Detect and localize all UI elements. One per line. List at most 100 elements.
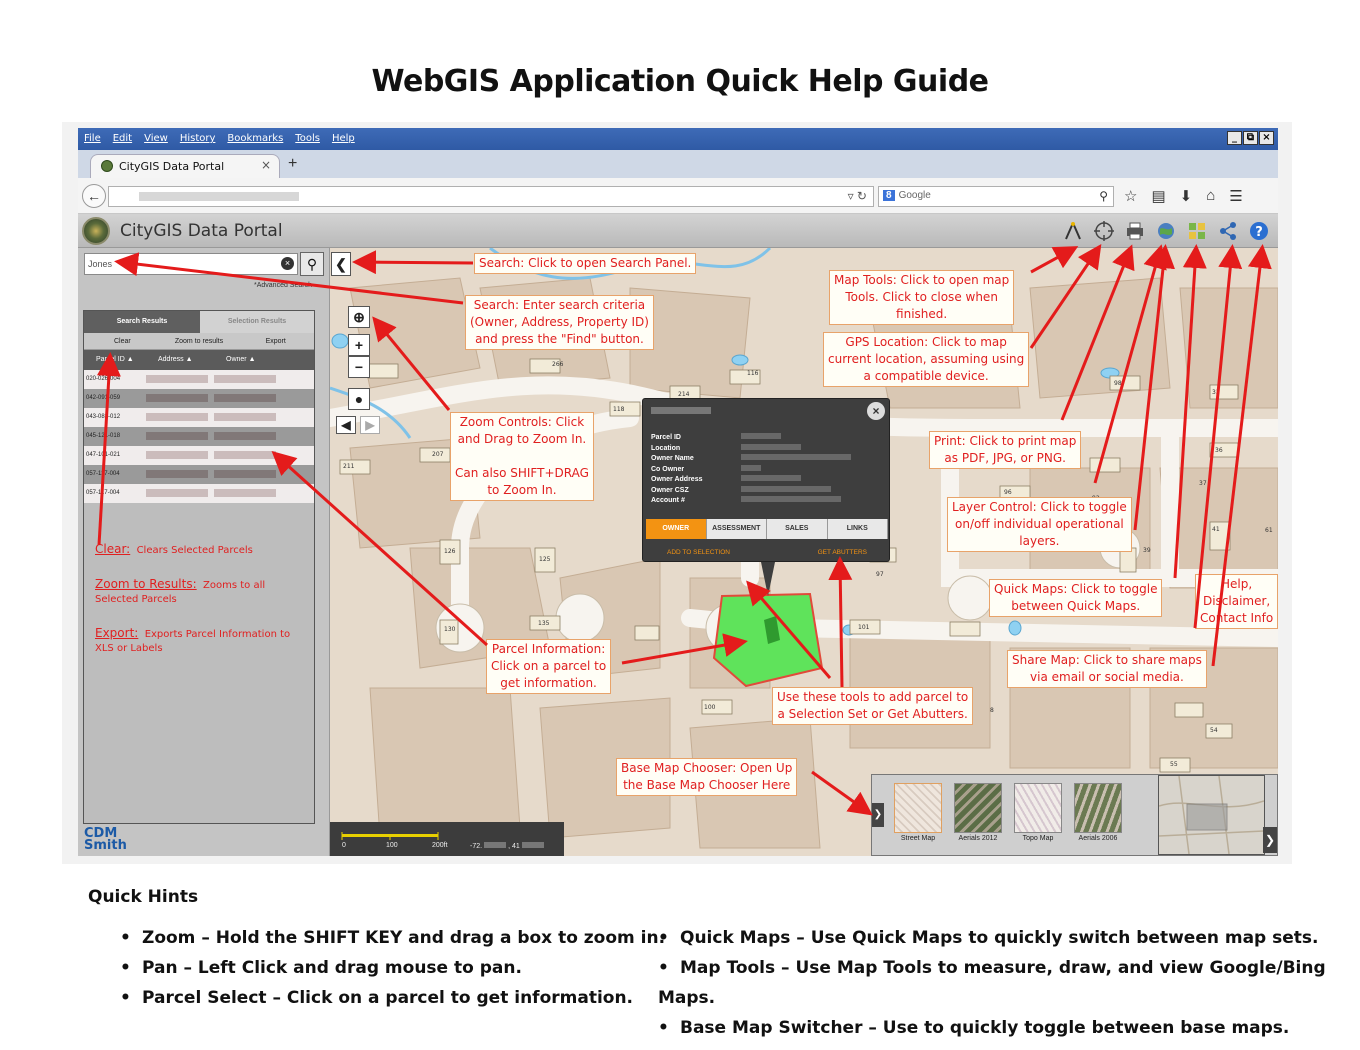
zoom-box-icon[interactable]: ⊕ bbox=[348, 306, 370, 328]
layer-control-icon[interactable] bbox=[1155, 220, 1177, 242]
parcel-label: 125 bbox=[539, 556, 551, 563]
callout-help: Help, Disclaimer, Contact Info bbox=[1195, 574, 1279, 629]
full-extent-globe-icon[interactable]: ● bbox=[348, 388, 370, 410]
previous-extent-icon[interactable]: ◀ bbox=[336, 416, 356, 434]
callout-map-tools: Map Tools: Click to open map Tools. Clic… bbox=[829, 270, 1015, 325]
search-input[interactable]: Jones × bbox=[84, 253, 298, 275]
menu-edit[interactable]: Edit bbox=[112, 133, 133, 144]
restore-icon[interactable]: ⧉ bbox=[1243, 131, 1258, 145]
tab-owner[interactable]: OWNER bbox=[646, 519, 707, 539]
basemap-thumb-topo[interactable] bbox=[1014, 783, 1062, 833]
export-button[interactable]: Export bbox=[265, 338, 286, 345]
clear-search-icon[interactable]: × bbox=[281, 257, 294, 270]
bookmark-star-icon[interactable]: ☆ bbox=[1124, 188, 1138, 205]
close-tab-icon[interactable]: × bbox=[260, 158, 271, 172]
advanced-search-link[interactable]: *Advanced Search bbox=[254, 282, 312, 289]
minimize-icon[interactable]: _ bbox=[1227, 131, 1242, 145]
parcel-label: 33 bbox=[1212, 389, 1220, 396]
parcel-label: 61 bbox=[1265, 527, 1273, 534]
basemap-chooser: ❯ Street Map Aerials 2012 Topo Map Aeria… bbox=[871, 774, 1278, 856]
tab-links[interactable]: LINKS bbox=[827, 519, 888, 539]
table-row[interactable]: 020-026-004 bbox=[84, 370, 314, 389]
results-table-header: Parcel ID ▲ Address ▲ Owner ▲ bbox=[84, 350, 314, 370]
results-actions: Clear Zoom to results Export bbox=[84, 333, 314, 350]
note-zoom-to-results: Zoom to Results: Zooms to all Selected P… bbox=[95, 577, 266, 605]
popup-actions: ADD TO SELECTION GET ABUTTERS bbox=[667, 549, 867, 556]
browser-tab[interactable]: CityGIS Data Portal × bbox=[90, 154, 280, 178]
map-tools-icon[interactable] bbox=[1062, 220, 1084, 242]
parcel-info-popup: × Parcel ID Location Owner Name Co Owner… bbox=[642, 398, 890, 596]
menu-help[interactable]: Help bbox=[331, 133, 355, 144]
quick-maps-icon[interactable] bbox=[1186, 220, 1208, 242]
col-owner[interactable]: Owner ▲ bbox=[226, 356, 256, 363]
menu-file[interactable]: File bbox=[84, 133, 101, 144]
popup-close-icon[interactable]: × bbox=[867, 402, 885, 420]
results-tabs: Search Results Selection Results bbox=[84, 311, 314, 333]
col-parcel-id[interactable]: Parcel ID ▲ bbox=[96, 356, 134, 363]
bookmarks-list-icon[interactable]: ▤ bbox=[1151, 188, 1166, 205]
table-row[interactable]: 043-081-012 bbox=[84, 408, 314, 427]
overview-toggle-icon[interactable]: ❯ bbox=[1263, 827, 1277, 853]
zoom-in-button[interactable]: + bbox=[348, 334, 370, 356]
add-to-selection-link[interactable]: ADD TO SELECTION bbox=[667, 549, 730, 556]
back-icon[interactable]: ← bbox=[82, 184, 106, 208]
menu-history[interactable]: History bbox=[179, 133, 216, 144]
share-icon[interactable] bbox=[1217, 220, 1239, 242]
basemap-chooser-toggle-icon[interactable]: ❯ bbox=[872, 803, 884, 827]
tab-search-results[interactable]: Search Results bbox=[84, 311, 200, 333]
callout-search-criteria: Search: Enter search criteria (Owner, Ad… bbox=[465, 295, 654, 350]
find-button[interactable]: ⚲ bbox=[300, 252, 324, 276]
table-row[interactable]: 057-117-004 bbox=[84, 465, 314, 484]
url-text-redacted bbox=[139, 192, 299, 201]
next-extent-icon[interactable]: ▶ bbox=[360, 416, 380, 434]
table-row[interactable]: 042-091-059 bbox=[84, 389, 314, 408]
basemap-thumb-street[interactable] bbox=[894, 783, 942, 833]
popup-tabs: OWNER ASSESSMENT SALES LINKS bbox=[646, 519, 888, 539]
overview-map[interactable] bbox=[1158, 775, 1265, 855]
new-tab-icon[interactable]: + bbox=[288, 155, 298, 172]
clear-button[interactable]: Clear bbox=[113, 338, 131, 345]
tab-assessment[interactable]: ASSESSMENT bbox=[706, 519, 767, 539]
callout-print: Print: Click to print map as PDF, JPG, o… bbox=[929, 431, 1082, 469]
scale-label-200: 200ft bbox=[432, 842, 448, 849]
list-item: Map Tools – Use Map Tools to measure, dr… bbox=[658, 953, 1360, 1013]
tab-selection-results[interactable]: Selection Results bbox=[200, 311, 314, 333]
gps-location-icon[interactable] bbox=[1093, 220, 1115, 242]
parcel-label: 126 bbox=[444, 548, 456, 555]
close-window-icon[interactable]: × bbox=[1259, 131, 1274, 145]
home-icon[interactable]: ⌂ bbox=[1206, 187, 1216, 204]
menu-tools[interactable]: Tools bbox=[295, 133, 320, 144]
collapse-panel-icon[interactable]: ❮ bbox=[331, 252, 351, 276]
help-icon[interactable]: ? bbox=[1248, 220, 1270, 242]
url-bar[interactable]: ▿ ↻ bbox=[108, 186, 874, 207]
table-row[interactable]: 057-117-004 bbox=[84, 484, 314, 503]
parcel-label: 36 bbox=[1215, 447, 1223, 454]
menu-view[interactable]: View bbox=[144, 133, 168, 144]
app-toolbar: ? bbox=[1062, 220, 1270, 242]
print-icon[interactable] bbox=[1124, 220, 1146, 242]
download-icon[interactable]: ⬇ bbox=[1179, 188, 1193, 205]
table-row[interactable]: 047-101-021 bbox=[84, 446, 314, 465]
parcel-label: 211 bbox=[343, 463, 355, 470]
basemap-thumb-aerials-2012[interactable] bbox=[954, 783, 1002, 833]
zoom-to-results-button[interactable]: Zoom to results bbox=[174, 338, 224, 345]
table-row[interactable]: 045-121-018 bbox=[84, 427, 314, 446]
basemap-label-aerials-2012: Aerials 2012 bbox=[958, 835, 998, 842]
menu-hamburger-icon[interactable]: ☰ bbox=[1229, 188, 1243, 205]
reload-icon[interactable]: ▿ ↻ bbox=[847, 189, 867, 203]
search-input-value: Jones bbox=[88, 259, 113, 269]
menu-bookmarks[interactable]: Bookmarks bbox=[227, 133, 284, 144]
browser-search-icon[interactable]: ⚲ bbox=[1099, 189, 1108, 203]
get-abutters-link[interactable]: GET ABUTTERS bbox=[817, 549, 867, 556]
col-address[interactable]: Address ▲ bbox=[158, 356, 193, 363]
callout-parcel-info: Parcel Information: Click on a parcel to… bbox=[486, 639, 612, 694]
callout-basemap-chooser: Base Map Chooser: Open Up the Base Map C… bbox=[616, 758, 798, 796]
popup-pointer bbox=[761, 562, 775, 596]
tab-sales[interactable]: SALES bbox=[767, 519, 828, 539]
basemap-thumb-aerials-2006[interactable] bbox=[1074, 783, 1122, 833]
basemap-label-street: Street Map bbox=[900, 835, 936, 842]
zoom-out-button[interactable]: − bbox=[348, 356, 370, 378]
